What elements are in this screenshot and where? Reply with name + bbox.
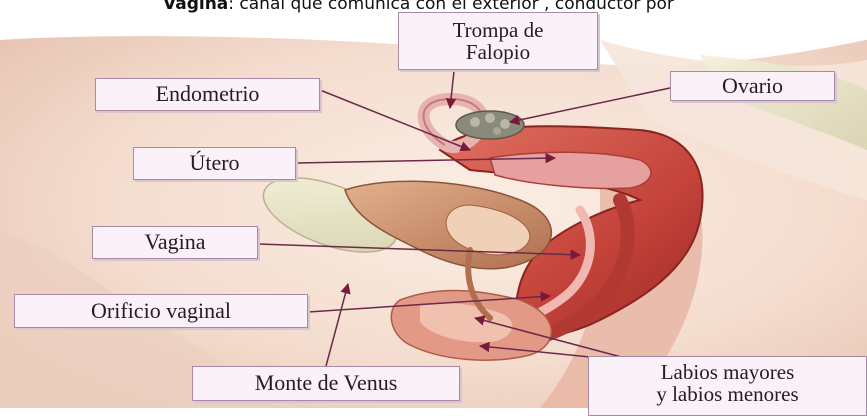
label-orificio-vaginal: Orificio vaginal [14, 294, 308, 328]
label-ovario: Ovario [670, 71, 835, 101]
ovary [456, 111, 524, 139]
label-endometrio-text: Endometrio [156, 82, 260, 106]
label-vagina-text: Vagina [144, 230, 205, 254]
label-monte-de-venus-text: Monte de Venus [255, 371, 398, 395]
label-trompa-de-falopio: Trompa de Falopio [398, 12, 598, 70]
label-vagina: Vagina [92, 226, 258, 259]
label-labios: Labios mayores y labios menores [588, 356, 867, 416]
label-trompa-line-1: Trompa de [453, 19, 544, 41]
label-utero-text: Útero [189, 151, 239, 175]
label-endometrio: Endometrio [95, 78, 320, 111]
caption-term: Vagina [163, 0, 228, 14]
label-orificio-vaginal-text: Orificio vaginal [91, 299, 231, 323]
label-labios-line-2: y labios menores [656, 383, 798, 405]
label-labios-line-1: Labios mayores [661, 361, 795, 383]
label-monte-de-venus: Monte de Venus [192, 366, 460, 401]
label-trompa-line-2: Falopio [466, 41, 530, 63]
label-ovario-text: Ovario [722, 74, 783, 98]
label-utero: Útero [133, 147, 296, 180]
